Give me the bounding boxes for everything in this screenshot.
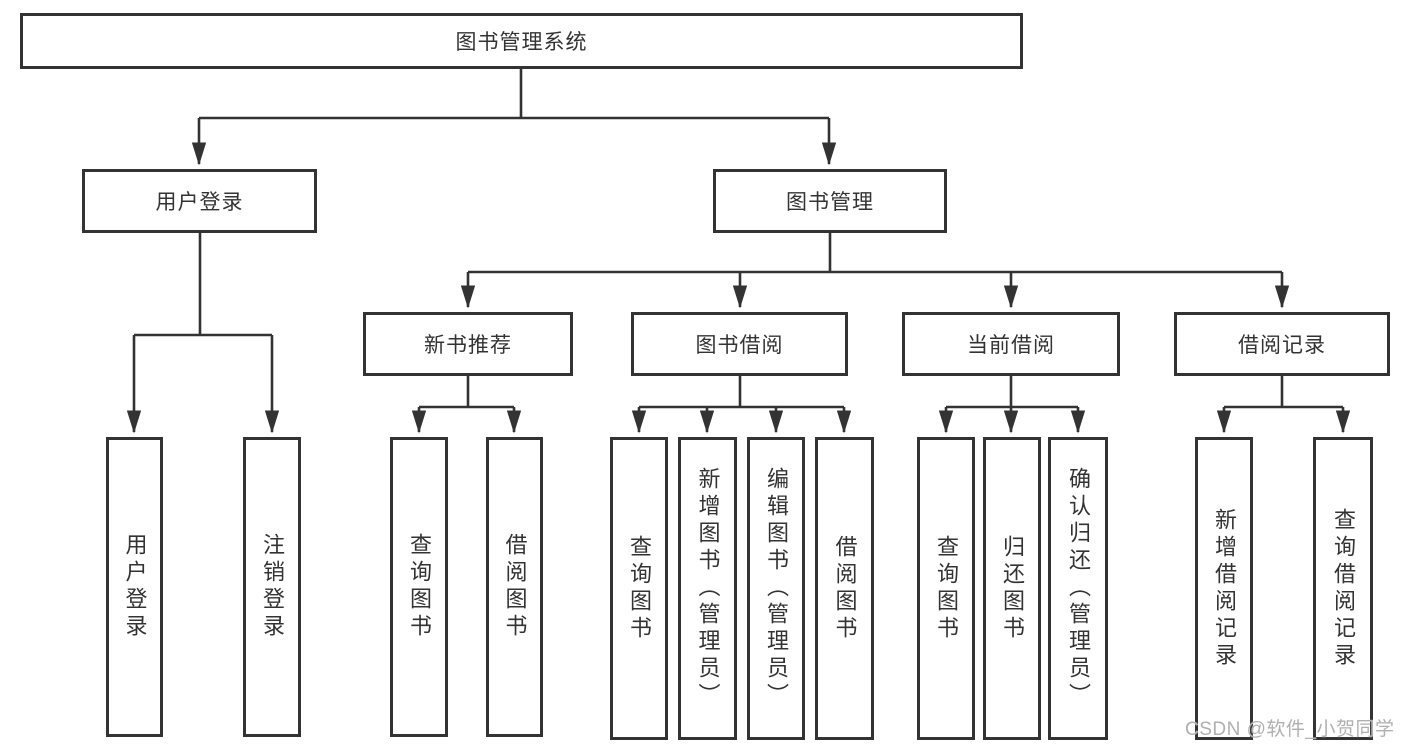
node-bb-borrow-book: 借阅图书 xyxy=(815,437,874,740)
node-cb-return-book: 归还图书 xyxy=(983,437,1041,740)
node-cb-confirm-return: 确认归还（管理员） xyxy=(1048,437,1108,740)
node-br-add-record: 新增借阅记录 xyxy=(1195,437,1253,740)
node-br-query-record: 查询借阅记录 xyxy=(1313,437,1373,740)
connector-root-trunk xyxy=(199,69,829,120)
node-rec-query-book: 查询图书 xyxy=(390,437,448,737)
connector-user-login-trunk xyxy=(134,233,272,337)
node-bb-add-book: 新增图书（管理员） xyxy=(678,437,737,740)
connector-book-borrow-trunk xyxy=(639,376,844,409)
connector-current-borrow-trunk xyxy=(946,376,1078,409)
connector-book-mgmt-trunk xyxy=(468,233,1282,274)
node-current-borrow: 当前借阅 xyxy=(902,312,1120,376)
node-root: 图书管理系统 xyxy=(20,13,1023,69)
node-rec-borrow-book: 借阅图书 xyxy=(486,437,543,737)
node-bb-query-book: 查询图书 xyxy=(610,437,668,740)
node-leaf-logout: 注销登录 xyxy=(243,437,301,737)
node-book-borrow: 图书借阅 xyxy=(631,312,848,376)
node-bb-edit-book: 编辑图书（管理员） xyxy=(747,437,805,740)
node-borrow-record: 借阅记录 xyxy=(1174,312,1390,376)
connector-new-book-rec-trunk xyxy=(419,376,514,409)
node-user-login: 用户登录 xyxy=(82,169,317,233)
node-cb-query-book: 查询图书 xyxy=(917,437,975,740)
node-book-mgmt: 图书管理 xyxy=(713,169,947,233)
node-new-book-rec: 新书推荐 xyxy=(363,312,573,376)
watermark-text: CSDN @软件_小贺同学 xyxy=(1185,719,1395,740)
connector-borrow-record-trunk xyxy=(1224,376,1343,409)
node-leaf-user-login: 用户登录 xyxy=(106,437,163,737)
